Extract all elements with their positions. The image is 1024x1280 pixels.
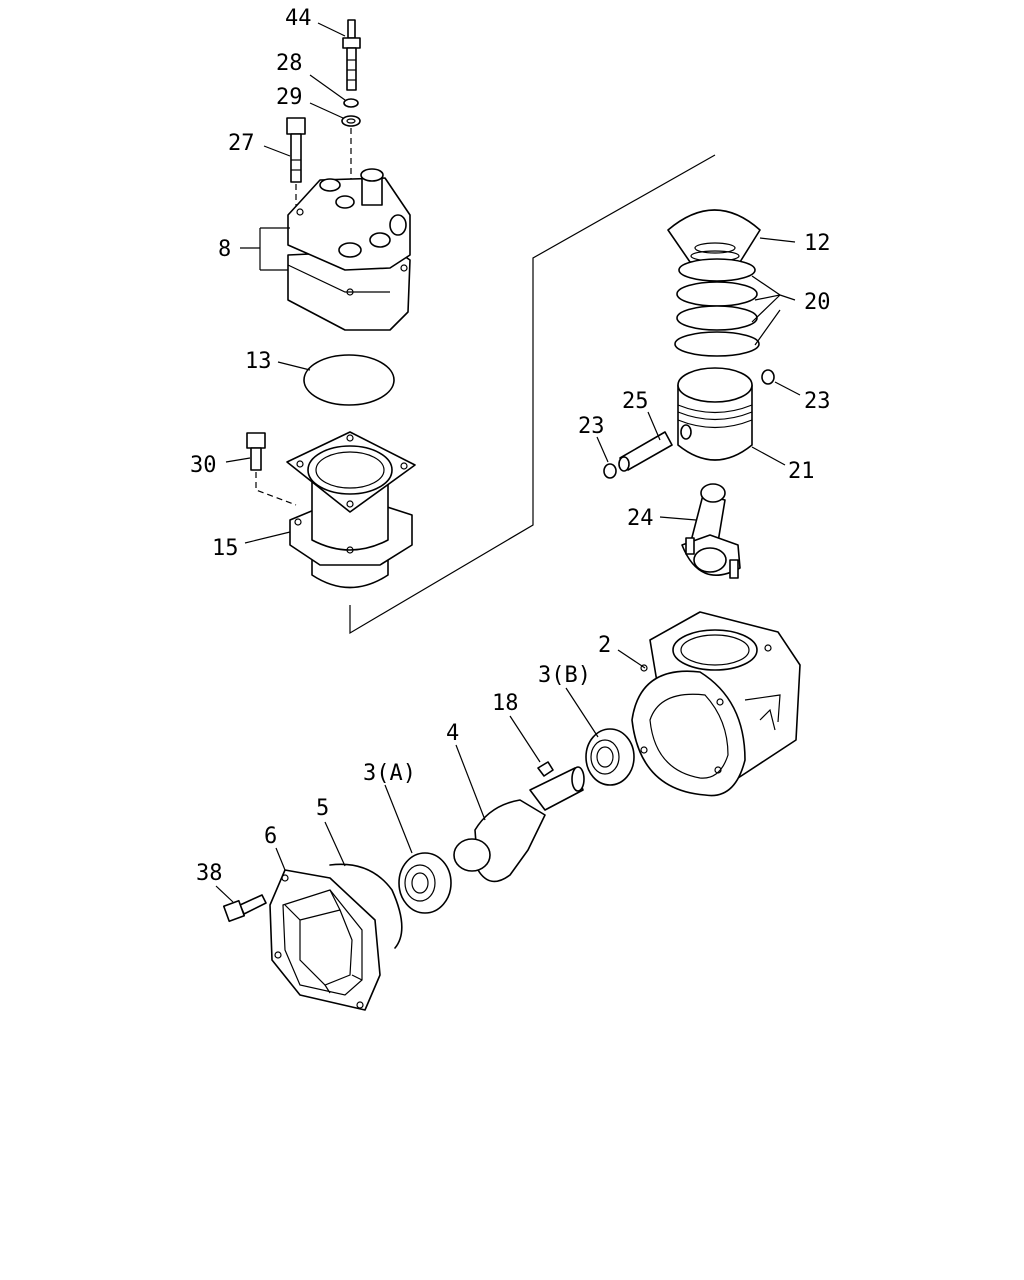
part-3a-ball-bearing[interactable] [398, 852, 452, 914]
label-12: 12 [804, 231, 831, 256]
label-27: 27 [228, 131, 255, 156]
part-2-crankcase[interactable] [631, 611, 801, 797]
part-23-snap-ring-right[interactable] [761, 369, 775, 385]
label-23-right: 23 [804, 389, 831, 414]
label-18: 18 [492, 691, 519, 716]
label-6: 6 [264, 824, 277, 849]
part-24-connecting-rod[interactable] [681, 483, 741, 579]
assembly-bracket-line [349, 154, 716, 635]
label-25: 25 [622, 389, 649, 414]
part-3b-ball-bearing[interactable] [585, 728, 635, 786]
leader-lines [215, 22, 801, 903]
label-5: 5 [316, 796, 329, 821]
part-21-piston[interactable] [677, 367, 753, 461]
label-24: 24 [627, 506, 654, 531]
part-20-piston-rings[interactable] [674, 258, 760, 357]
part-6-end-cover[interactable] [269, 869, 381, 1011]
part-8-cylinder-head[interactable] [287, 168, 411, 331]
label-3a: 3(A) [363, 761, 416, 786]
label-15: 15 [212, 536, 239, 561]
part-labels: 44 28 29 27 8 12 20 13 23 25 23 21 30 15… [190, 6, 831, 886]
label-20: 20 [804, 290, 831, 315]
label-21: 21 [788, 459, 815, 484]
part-30-bolt[interactable] [246, 432, 266, 471]
label-28: 28 [276, 51, 303, 76]
label-30: 30 [190, 453, 217, 478]
part-28-spring-washer[interactable] [343, 98, 359, 108]
part-13-o-ring[interactable] [303, 354, 395, 406]
part-27-bolt[interactable] [286, 117, 306, 183]
part-23-snap-ring-left[interactable] [603, 463, 617, 479]
part-15-cylinder[interactable] [286, 431, 416, 589]
label-8: 8 [218, 237, 231, 262]
part-38-bolt[interactable] [222, 894, 267, 923]
label-38: 38 [196, 861, 223, 886]
label-44: 44 [285, 6, 312, 31]
label-29: 29 [276, 85, 303, 110]
part-18-key[interactable] [537, 761, 554, 777]
part-12-valve-plate[interactable] [667, 209, 761, 263]
part-29-washer[interactable] [341, 115, 361, 127]
label-4: 4 [446, 721, 459, 746]
part-44-stud-bolt[interactable] [342, 19, 361, 91]
label-2: 2 [598, 633, 611, 658]
label-3b: 3(B) [538, 663, 591, 688]
part-5-o-ring[interactable] [329, 863, 403, 949]
label-23-left: 23 [578, 414, 605, 439]
part-4-crankshaft[interactable] [453, 766, 585, 883]
label-13: 13 [245, 349, 272, 374]
part-25-piston-pin[interactable] [618, 431, 673, 472]
